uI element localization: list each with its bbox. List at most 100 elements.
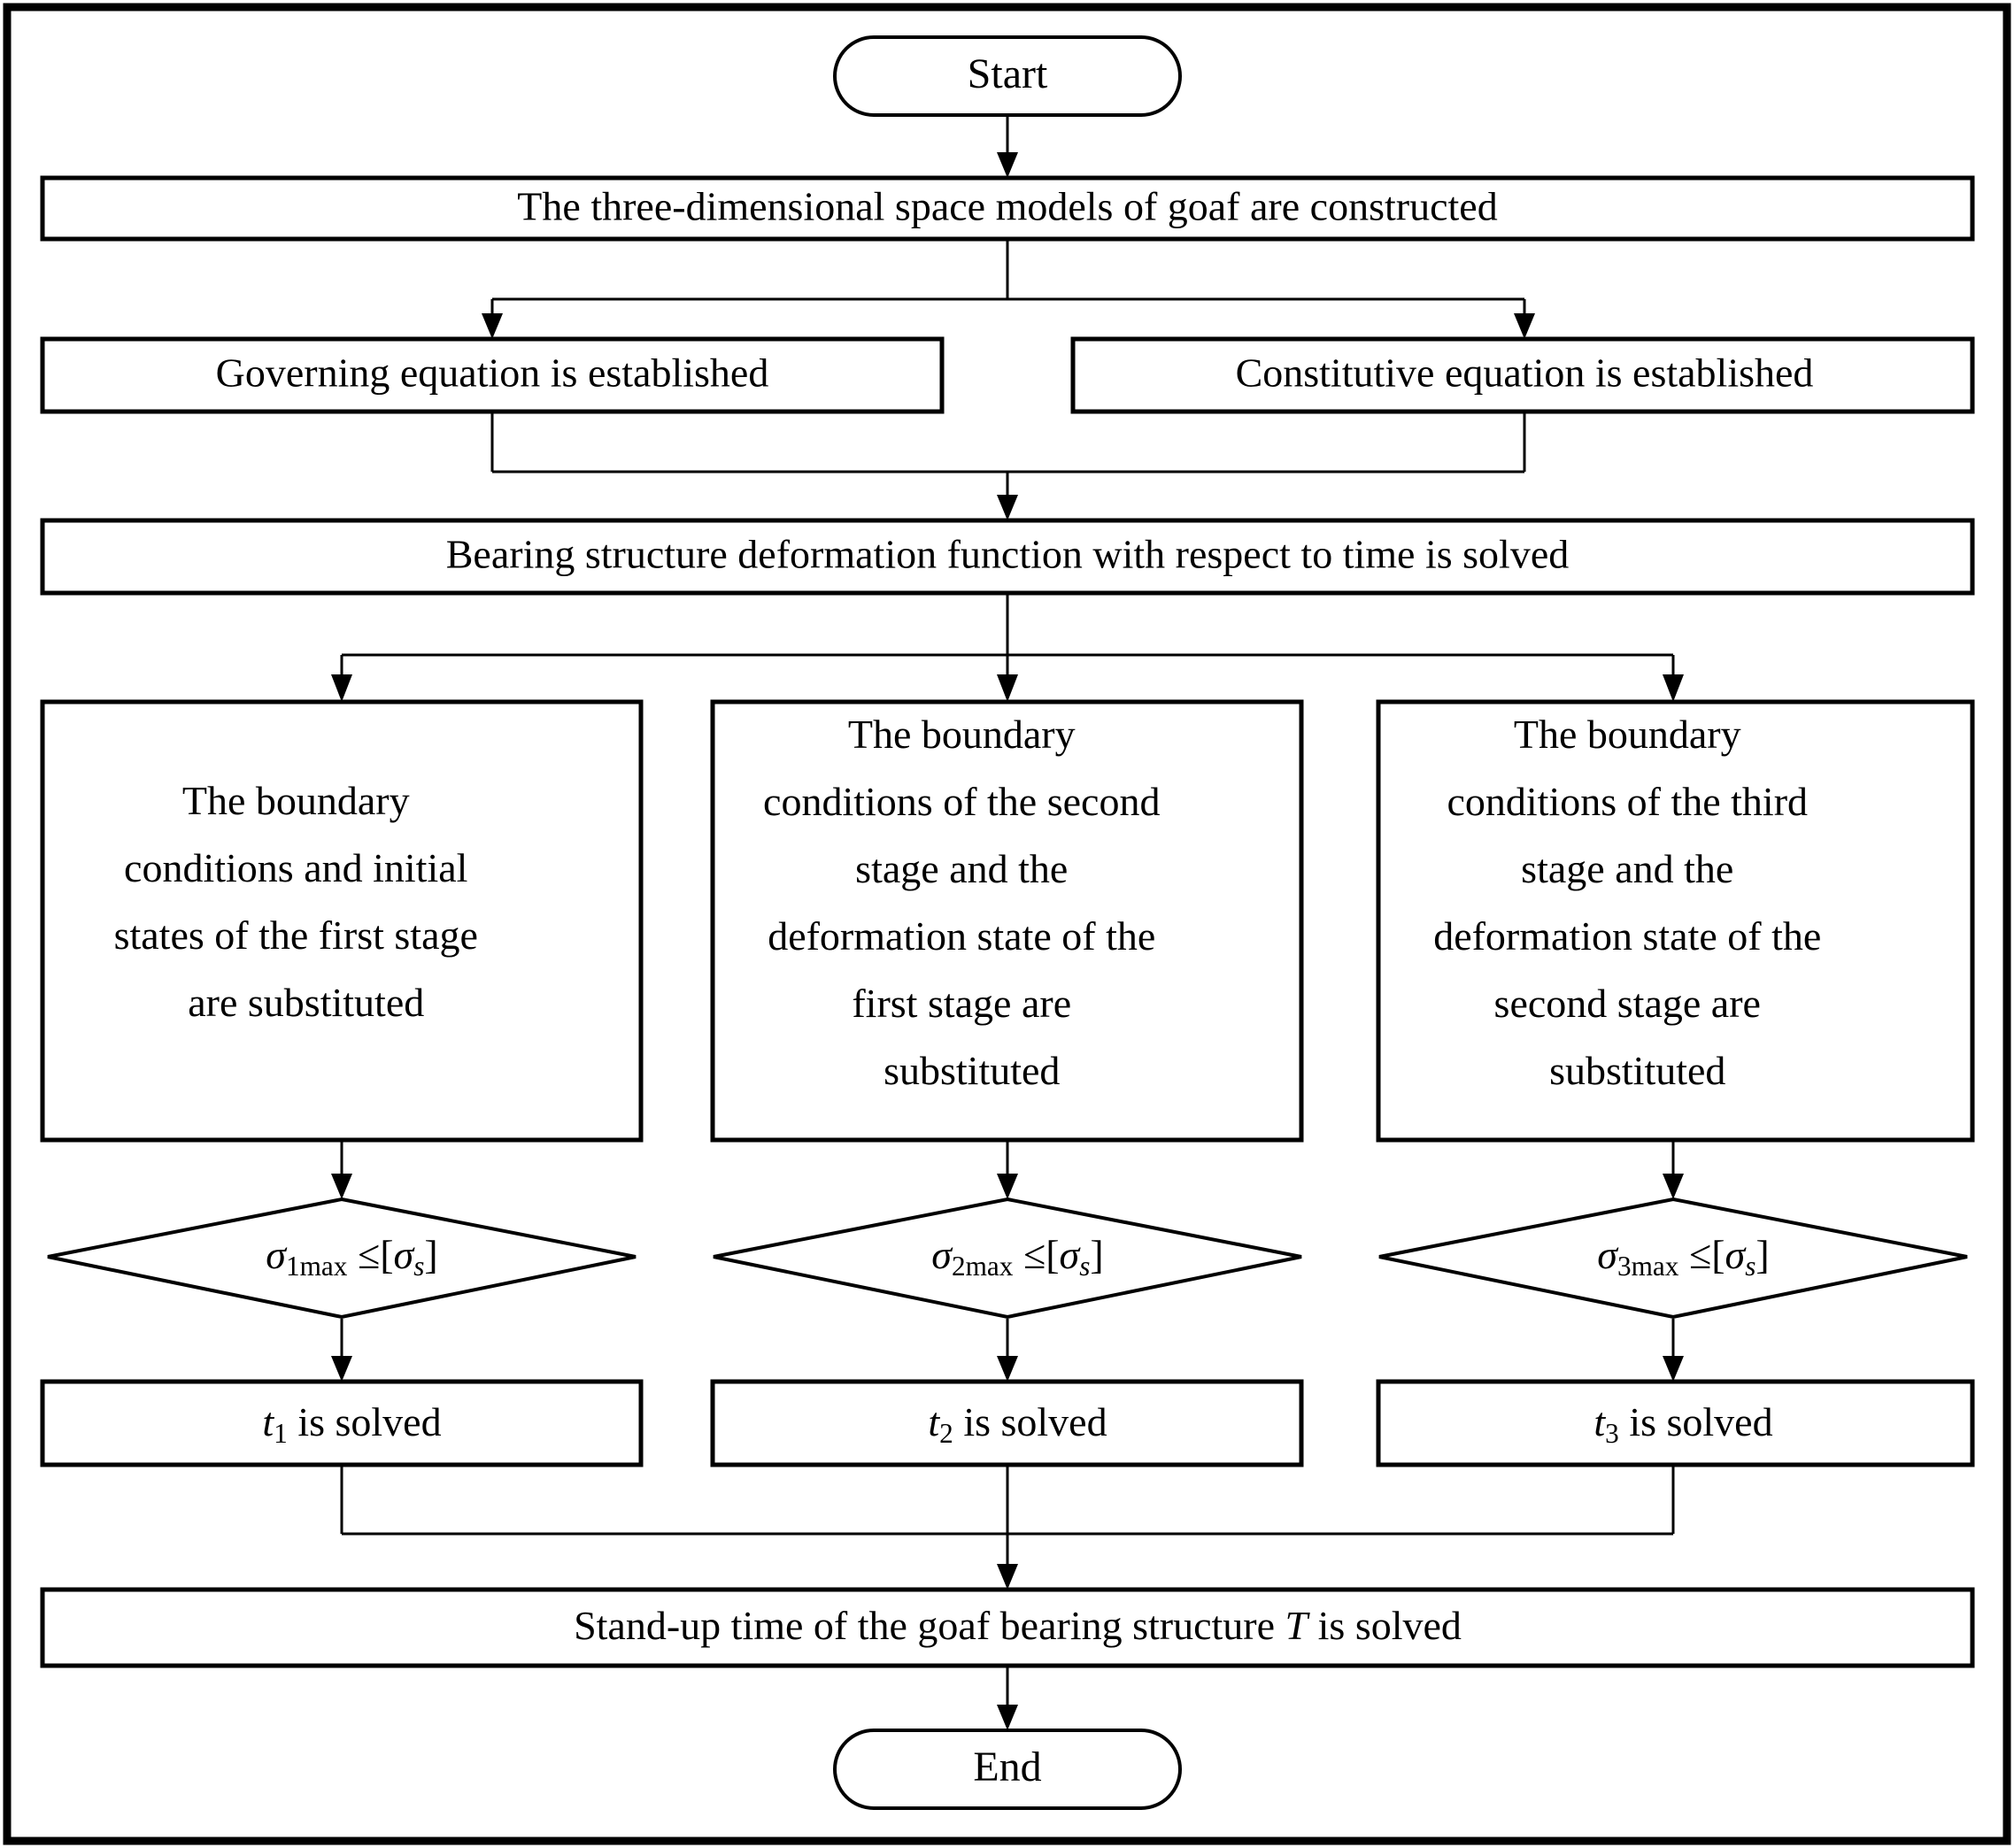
t3-var: t	[1593, 1399, 1606, 1444]
node-decision3[interactable]: σ3max ≤[σs]	[1378, 1197, 1968, 1320]
node-governing-equation[interactable]: Governing equation is established	[40, 336, 945, 414]
stage1-label: The boundary conditions and initial stat…	[114, 778, 570, 1025]
end-label: End	[973, 1744, 1041, 1790]
decision3-limit-symbol: σ	[1725, 1232, 1748, 1277]
decision2-bracket-open: [	[1046, 1232, 1059, 1277]
models-label: The three-dimensional space models of go…	[517, 184, 1497, 229]
decision3-bracket-open: [	[1711, 1232, 1725, 1277]
node-start[interactable]: Start	[833, 35, 1182, 117]
decision3-subscript: 3max	[1617, 1251, 1679, 1282]
node-end[interactable]: End	[833, 1729, 1182, 1810]
stage3-line-1: conditions of the third	[1447, 779, 1808, 824]
edge-decision3-to-t3	[1663, 1319, 1684, 1382]
t3-subscript: 3	[1605, 1418, 1619, 1449]
stage3-label: The boundary conditions of the third sta…	[1433, 712, 1913, 1093]
stage3-line-2: stage and the	[1521, 846, 1733, 891]
decision3-label: σ3max ≤[σs]	[1506, 1232, 1840, 1282]
stage2-line-4: first stage are	[852, 981, 1071, 1026]
t3-label: t3 is solved	[1502, 1399, 1844, 1450]
edge-start-to-models	[997, 115, 1018, 178]
node-constitutive-equation[interactable]: Constitutive equation is established	[1070, 336, 1975, 414]
decision2-bracket-close: ]	[1090, 1232, 1103, 1277]
decision2-limit-symbol: σ	[1060, 1232, 1082, 1277]
edge-stage1-to-decision1	[331, 1140, 352, 1199]
t2-suffix: is solved	[953, 1399, 1107, 1444]
decision1-subscript: 1max	[286, 1251, 348, 1282]
decision2-sigma-symbol: σ	[931, 1232, 953, 1277]
constitutive-label: Constitutive equation is established	[1236, 350, 1814, 396]
decision2-operator: ≤	[1023, 1232, 1046, 1277]
standup-label: Stand-up time of the goaf bearing struct…	[482, 1603, 1533, 1648]
diagram-outer-border	[3, 3, 2011, 1845]
node-t2[interactable]: t2 is solved	[710, 1379, 1304, 1467]
governing-label: Governing equation is established	[216, 350, 769, 396]
constitutive-box-shape	[1070, 336, 1975, 414]
start-label: Start	[968, 50, 1048, 97]
edge-t-merge-to-standup	[340, 1465, 1675, 1590]
t1-box-shape	[40, 1379, 644, 1467]
decision2-limit-subscript: s	[1079, 1251, 1090, 1282]
stage3-box-shape	[1376, 699, 1975, 1143]
edge-decision1-to-t1	[331, 1319, 352, 1382]
stage1-box-shape	[40, 699, 644, 1143]
node-stage1[interactable]: The boundary conditions and initial stat…	[40, 699, 644, 1143]
standup-suffix: is solved	[1308, 1603, 1462, 1648]
start-terminator-shape	[833, 35, 1182, 117]
node-decision1[interactable]: σ1max ≤[σs]	[47, 1197, 637, 1320]
edge-bearing-split	[331, 593, 1684, 702]
t1-label: t1 is solved	[171, 1399, 513, 1450]
stage1-line-0: The boundary	[182, 778, 410, 823]
stage2-line-2: stage and the	[855, 846, 1068, 891]
stage2-line-1: conditions of the second	[763, 779, 1160, 824]
node-decision2[interactable]: σ2max ≤[σs]	[713, 1197, 1302, 1320]
stage3-line-3: deformation state of the	[1433, 913, 1821, 959]
decision1-limit-subscript: s	[413, 1251, 424, 1282]
node-t1[interactable]: t1 is solved	[40, 1379, 644, 1467]
node-stage2[interactable]: The boundary conditions of the second st…	[710, 699, 1304, 1143]
decision1-bracket-close: ]	[424, 1232, 437, 1277]
stage3-line-4: second stage are	[1494, 981, 1761, 1026]
standup-var: T	[1285, 1603, 1311, 1648]
stage1-line-1: conditions and initial	[124, 845, 467, 890]
node-bearing-structure[interactable]: Bearing structure deformation function w…	[40, 518, 1975, 596]
node-stage3[interactable]: The boundary conditions of the third sta…	[1376, 699, 1975, 1143]
decision3-limit-subscript: s	[1745, 1251, 1755, 1282]
node-t3[interactable]: t3 is solved	[1376, 1379, 1975, 1467]
stage3-line-5: substituted	[1549, 1048, 1725, 1093]
stage2-line-0: The boundary	[848, 712, 1076, 757]
decision2-diamond-shape	[713, 1197, 1302, 1320]
stage3-line-0: The boundary	[1514, 712, 1741, 757]
t1-var: t	[262, 1399, 274, 1444]
edge-standup-to-end	[997, 1666, 1018, 1730]
stage2-line-5: substituted	[884, 1048, 1060, 1093]
bearing-box-shape	[40, 518, 1975, 596]
end-terminator-shape	[833, 1729, 1182, 1810]
t2-subscript: 2	[939, 1418, 953, 1449]
governing-box-shape	[40, 336, 945, 414]
decision1-bracket-open: [	[380, 1232, 393, 1277]
node-models[interactable]: The three-dimensional space models of go…	[40, 175, 1975, 242]
edge-stage3-to-decision3	[1663, 1140, 1684, 1199]
decision3-diamond-shape	[1378, 1197, 1968, 1320]
t2-var: t	[928, 1399, 940, 1444]
node-standup-time[interactable]: Stand-up time of the goaf bearing struct…	[40, 1587, 1975, 1668]
stage1-line-2: states of the first stage	[114, 912, 478, 958]
stage1-line-3: are substituted	[188, 980, 424, 1025]
decision1-label: σ1max ≤[σs]	[174, 1232, 509, 1282]
decision2-subscript: 2max	[952, 1251, 1014, 1282]
decision1-diamond-shape	[47, 1197, 637, 1320]
standup-box-shape	[40, 1587, 1975, 1668]
t1-suffix: is solved	[288, 1399, 442, 1444]
edge-stage2-to-decision2	[997, 1140, 1018, 1199]
decision3-sigma-symbol: σ	[1597, 1232, 1619, 1277]
bearing-label: Bearing structure deformation function w…	[446, 532, 1570, 577]
stage2-box-shape	[710, 699, 1304, 1143]
t2-label: t2 is solved	[837, 1399, 1178, 1450]
decision1-limit-symbol: σ	[394, 1232, 416, 1277]
edge-models-split	[482, 239, 1535, 339]
t3-suffix: is solved	[1619, 1399, 1773, 1444]
t3-box-shape	[1376, 1379, 1975, 1467]
stage2-label: The boundary conditions of the second st…	[763, 712, 1252, 1093]
